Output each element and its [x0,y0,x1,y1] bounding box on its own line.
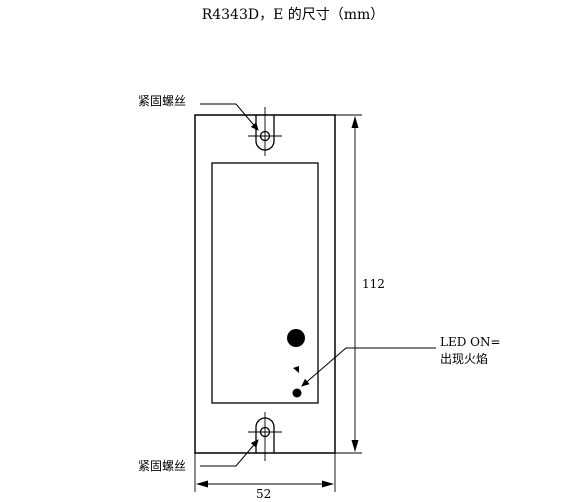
led-indicator-dot [292,388,302,398]
diagram-title: R4343D，E 的尺寸（mm） [201,7,385,23]
top-screw-label: 紧固螺丝 [138,94,187,108]
height-dimension [335,114,362,454]
height-dimension-label: 112 [362,277,385,291]
sensor-dot [287,329,305,347]
width-dimension [194,453,336,492]
device-window [211,162,319,404]
led-label-line1: LED ON= [440,335,501,349]
led-triangle-mark [293,366,299,373]
bottom-screw-leader [200,439,259,467]
width-dimension-label: 52 [256,487,272,501]
top-screw-leader [200,103,259,131]
top-screw-slot [248,107,282,156]
led-label-line2: 出现火焰 [440,352,489,366]
led-leader [301,347,436,387]
device-body [194,114,336,454]
bottom-screw-label: 紧固螺丝 [138,459,187,473]
bottom-screw-slot [248,412,282,461]
